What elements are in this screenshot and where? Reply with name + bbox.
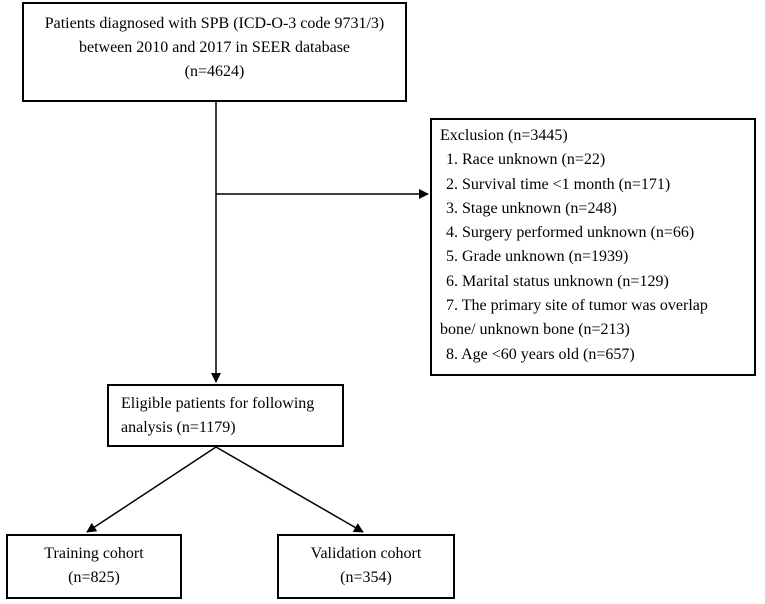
eligible-patients-box: Eligible patients for following analysis… — [107, 384, 344, 447]
source-line-1: Patients diagnosed with SPB (ICD-O-3 cod… — [44, 15, 385, 32]
source-line-2: between 2010 and 2017 in SEER database — [78, 39, 351, 56]
eligible-line-1: Eligible patients for following — [121, 395, 315, 412]
validation-count: (n=354) — [340, 569, 392, 586]
exclusion-box: Exclusion (n=3445) 1. Race unknown (n=22… — [430, 118, 756, 376]
exclusion-item: 6. Marital status unknown (n=129) — [446, 272, 669, 290]
arrow-eligible-to-validation — [215, 446, 364, 533]
eligible-line-2: analysis (n=1179) — [121, 419, 236, 436]
training-label: Training cohort — [44, 545, 144, 562]
exclusion-item: 7. The primary site of tumor was overlap — [446, 297, 708, 315]
exclusion-item-continuation: bone/ unknown bone (n=213) — [440, 321, 630, 339]
exclusion-item: 5. Grade unknown (n=1939) — [446, 248, 629, 266]
exclusion-item: 4. Surgery performed unknown (n=66) — [446, 224, 695, 242]
validation-label: Validation cohort — [310, 545, 422, 562]
validation-cohort-box: Validation cohort (n=354) — [277, 534, 455, 599]
exclusion-item: 1. Race unknown (n=22) — [446, 151, 606, 169]
exclusion-item: 8. Age <60 years old (n=657) — [446, 345, 635, 363]
source-line-3: (n=4624) — [184, 63, 245, 80]
exclusion-item: 2. Survival time <1 month (n=171) — [446, 175, 671, 193]
training-count: (n=825) — [68, 569, 120, 586]
arrow-eligible-to-training — [86, 446, 217, 533]
training-cohort-box: Training cohort (n=825) — [6, 534, 182, 599]
exclusion-item: 3. Stage unknown (n=248) — [446, 199, 617, 217]
source-population-box: Patients diagnosed with SPB (ICD-O-3 cod… — [22, 2, 407, 102]
exclusion-title: Exclusion (n=3445) — [440, 127, 568, 144]
